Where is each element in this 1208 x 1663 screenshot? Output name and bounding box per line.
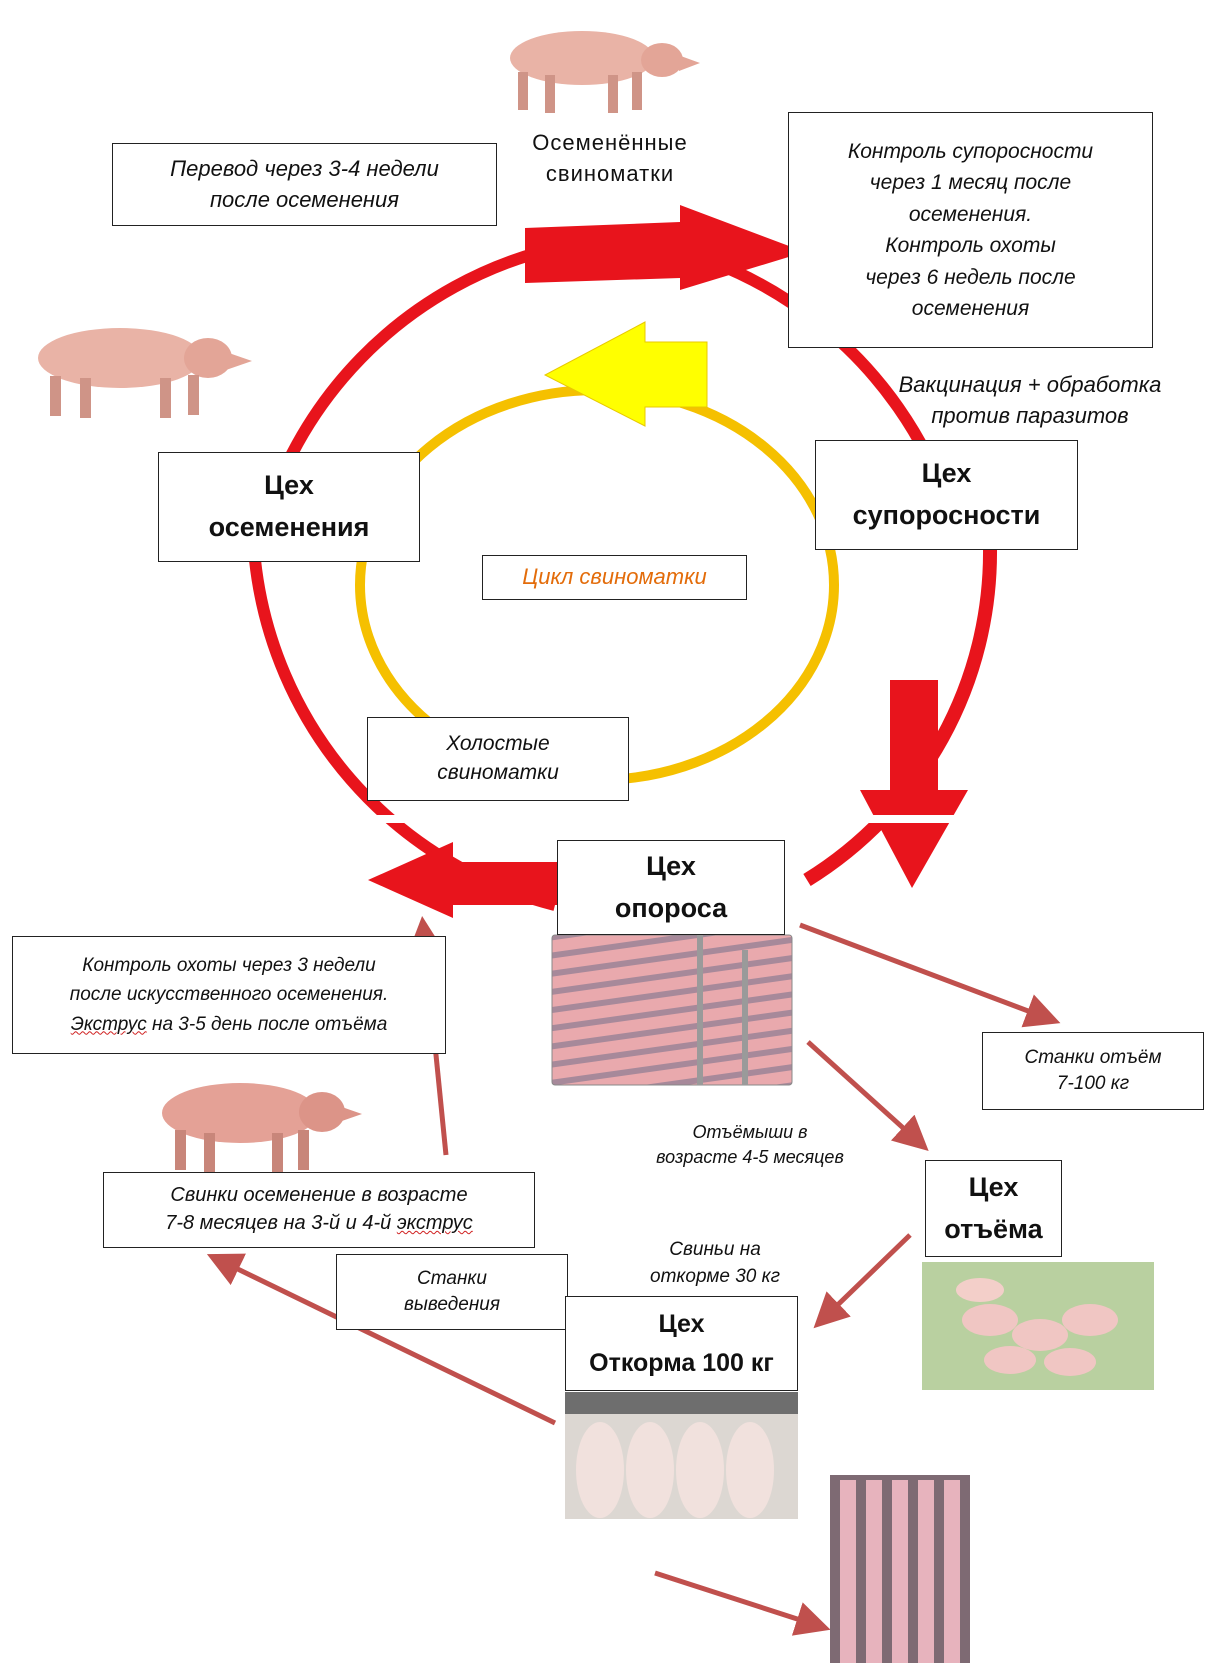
department-fattening: Цех Откорма 100 кг xyxy=(565,1296,798,1391)
inner-cycle xyxy=(360,322,834,780)
finishing-pigs-line-2: откорме 30 кг xyxy=(615,1264,815,1291)
photo-weaning-pigs xyxy=(922,1262,1154,1390)
pig-illustration-top xyxy=(510,31,700,113)
arrow-to-slaughter xyxy=(655,1573,822,1627)
sow-cycle-label: Цикл свиноматки xyxy=(522,562,706,592)
heat-control-rest: на 3-5 день после отъёма xyxy=(147,1014,388,1035)
department-fattening-line-2: Откорма 100 кг xyxy=(589,1344,774,1383)
outer-arrow-left xyxy=(368,842,568,918)
department-weaning-line-2: отъёма xyxy=(944,1209,1042,1251)
rearing-pens-line-2: выведения xyxy=(404,1292,500,1318)
rearing-pens-box: Станки выведения xyxy=(336,1254,568,1330)
inseminated-sows-label: Осеменённые свиноматки xyxy=(510,128,710,190)
department-pregnancy-line-1: Цех xyxy=(922,453,972,495)
heat-control-line-3: Экструс на 3-5 день после отъёма xyxy=(71,1010,388,1039)
heat-control-word: Экструс xyxy=(71,1014,147,1035)
arrow-to-weaning-pens xyxy=(800,925,1052,1020)
weaning-pens-box: Станки отъём 7-100 кг xyxy=(982,1032,1204,1110)
inseminated-sows-line-2: свиноматки xyxy=(510,159,710,190)
pregnancy-control-line-5: через 6 недель после xyxy=(865,262,1075,294)
department-pregnancy-line-2: супоросности xyxy=(853,495,1041,537)
vaccination-line-1: Вакцинация + обработка xyxy=(860,370,1200,401)
gilts-word: экструс xyxy=(397,1212,473,1234)
department-farrowing: Цех опороса xyxy=(557,840,785,935)
empty-sows-line-1: Холостые xyxy=(446,730,549,759)
transfer-line-1: Перевод через 3-4 недели xyxy=(170,154,439,184)
department-weaning-line-1: Цех xyxy=(969,1167,1019,1209)
department-pregnancy: Цех супоросности xyxy=(815,440,1078,550)
department-fattening-line-1: Цех xyxy=(658,1305,704,1344)
pregnancy-control-line-4: Контроль охоты xyxy=(885,230,1056,262)
transfer-line-2: после осеменения xyxy=(210,185,399,215)
gilts-line-1: Свинки осеменение в возрасте xyxy=(170,1182,467,1210)
empty-sows-line-2: свиноматки xyxy=(437,759,559,788)
weaners-label: Отъёмыши в возрасте 4-5 месяцев xyxy=(615,1120,885,1170)
heat-control-box: Контроль охоты через 3 недели после иску… xyxy=(12,936,446,1054)
heat-control-line-2: после искусственного осеменения. xyxy=(70,980,388,1009)
inner-arrow-yellow xyxy=(545,322,707,426)
department-farrowing-line-2: опороса xyxy=(615,888,727,930)
pig-illustration-left xyxy=(38,328,252,418)
empty-sows-box: Холостые свиноматки xyxy=(367,717,629,801)
weaners-line-1: Отъёмыши в xyxy=(615,1120,885,1145)
photo-slaughter-carcasses xyxy=(830,1475,970,1663)
pregnancy-control-line-6: осеменения xyxy=(912,293,1029,325)
outer-arrow-top xyxy=(525,205,805,290)
gilts-box: Свинки осеменение в возрасте 7-8 месяцев… xyxy=(103,1172,535,1248)
pregnancy-control-box: Контроль супоросности через 1 месяц посл… xyxy=(788,112,1153,348)
photo-farrowing-piglets xyxy=(552,935,792,1085)
heat-control-line-1: Контроль охоты через 3 недели xyxy=(82,951,375,980)
gilts-line-2: 7-8 месяцев на 3-й и 4-й xyxy=(165,1212,397,1234)
department-insemination-line-1: Цех xyxy=(264,465,314,507)
weaning-pens-line-1: Станки отъём xyxy=(1025,1045,1162,1071)
department-weaning: Цех отъёма xyxy=(925,1160,1062,1257)
arrow-to-fattening xyxy=(820,1235,910,1322)
finishing-pigs-line-1: Свиньи на xyxy=(615,1237,815,1264)
sow-cycle-box: Цикл свиноматки xyxy=(482,555,747,600)
department-farrowing-line-1: Цех xyxy=(646,846,696,888)
finishing-pigs-label: Свиньи на откорме 30 кг xyxy=(615,1237,815,1290)
gilts-line-2-wrap: 7-8 месяцев на 3-й и 4-й экструс xyxy=(165,1210,473,1238)
weaning-pens-line-2: 7-100 кг xyxy=(1057,1071,1129,1097)
photo-fattening-pigs xyxy=(565,1392,798,1519)
inseminated-sows-line-1: Осеменённые xyxy=(510,128,710,159)
pregnancy-control-line-2: через 1 месяц после xyxy=(870,167,1071,199)
vaccination-label: Вакцинация + обработка против паразитов xyxy=(860,370,1200,432)
weaners-line-2: возрасте 4-5 месяцев xyxy=(615,1145,885,1170)
transfer-box: Перевод через 3-4 недели после осеменени… xyxy=(112,143,497,226)
pregnancy-control-line-3: осеменения. xyxy=(909,199,1032,231)
rearing-pens-line-1: Станки xyxy=(417,1266,487,1292)
divider-strip xyxy=(342,815,962,823)
pig-illustration-gilt xyxy=(162,1083,362,1173)
pregnancy-control-line-1: Контроль супоросности xyxy=(848,136,1093,168)
department-insemination-line-2: осеменения xyxy=(209,507,370,549)
vaccination-line-2: против паразитов xyxy=(860,401,1200,432)
department-insemination: Цех осеменения xyxy=(158,452,420,562)
